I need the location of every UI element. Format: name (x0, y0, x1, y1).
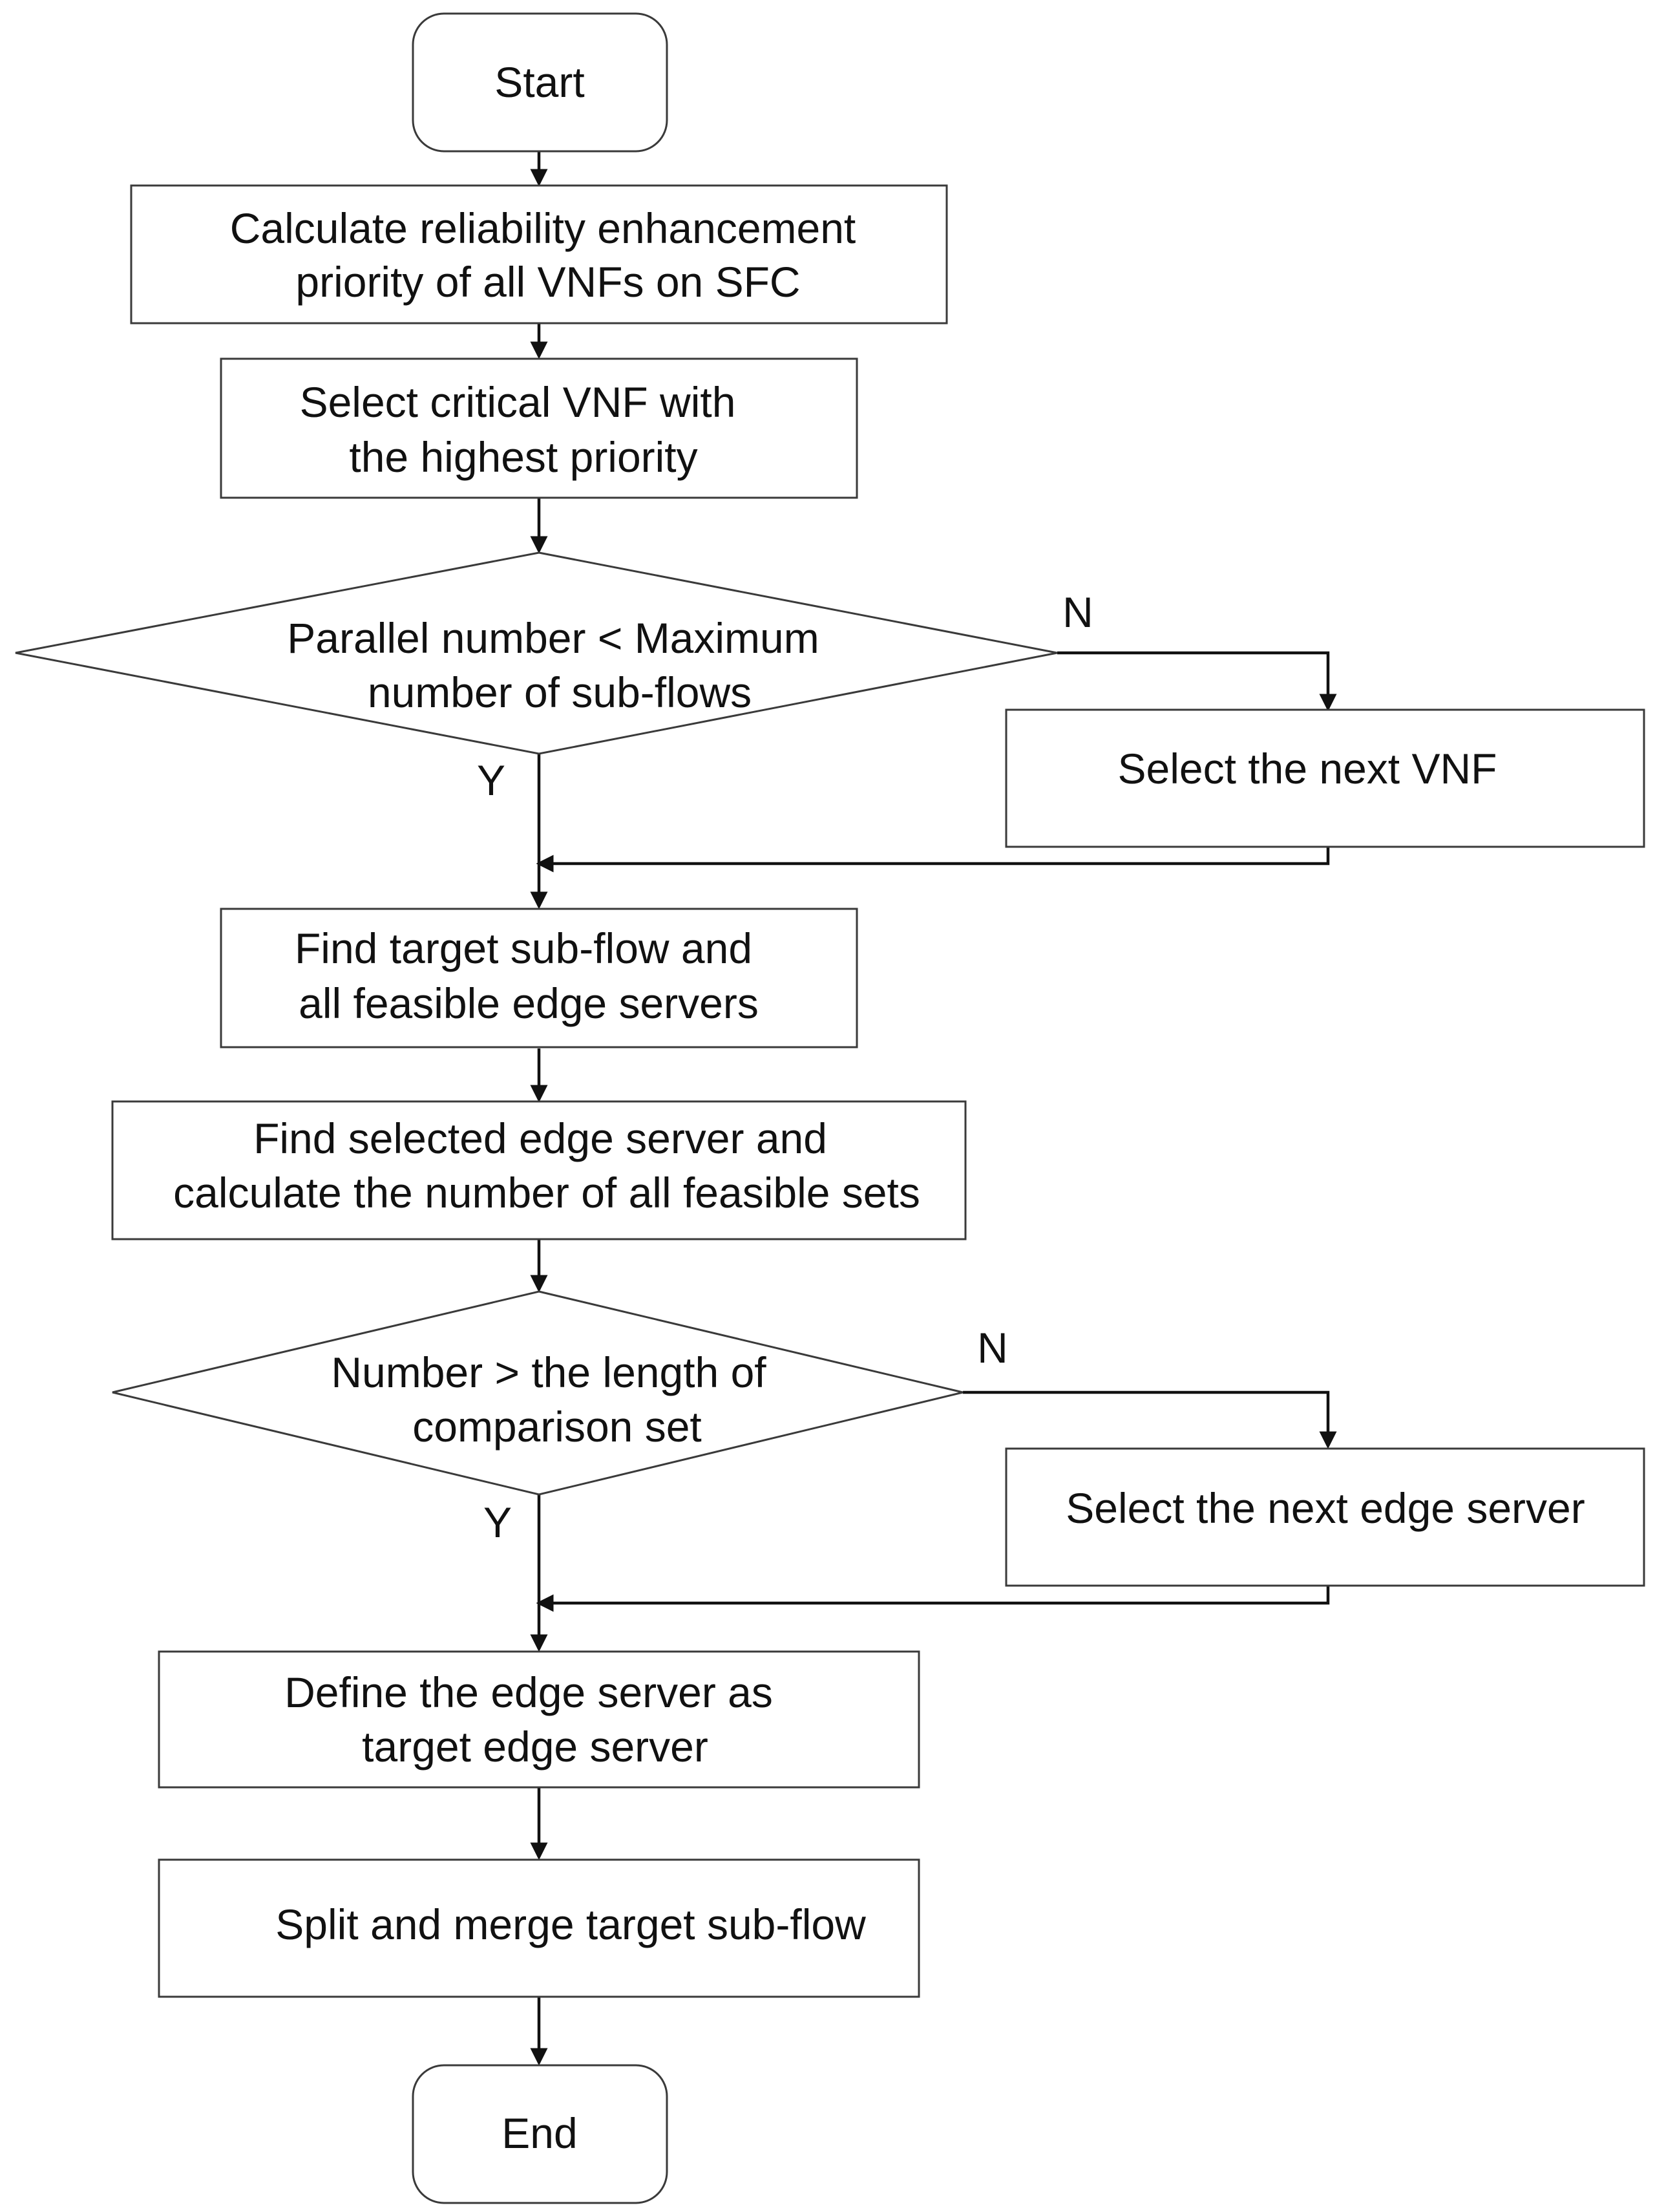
decision-parallel-yes-label: Y (477, 756, 505, 804)
decision-number-length: Number > the length of comparison set (112, 1290, 964, 1496)
select-critical-line-2: the highest priority (349, 433, 697, 481)
edge-next-vnf-return (536, 847, 1330, 873)
connectors (530, 152, 1337, 2066)
end-node: End (412, 2064, 668, 2204)
end-label: End (501, 2109, 577, 2157)
start-label: Start (494, 58, 584, 106)
decision-parallel-line-1: Parallel number < Maximum (287, 614, 819, 662)
edge-next-server-return (536, 1586, 1330, 1612)
select-next-vnf-label: Select the next VNF (1118, 745, 1497, 792)
decision-parallel-number: Parallel number < Maximum number of sub-… (15, 551, 1058, 755)
define-server-line-1: Define the edge server as (284, 1668, 773, 1716)
calc-priority-line-2: priority of all VNFs on SFC (295, 258, 800, 306)
calc-priority-process: Calculate reliability enhancement priori… (130, 184, 948, 324)
edge-decision1-no (1057, 651, 1337, 712)
decision-parallel-no-label: N (1062, 588, 1093, 636)
calc-priority-line-1: Calculate reliability enhancement (230, 204, 856, 252)
select-critical-process: Select critical VNF with the highest pri… (220, 357, 858, 499)
find-selected-line-1: Find selected edge server and (253, 1114, 827, 1162)
find-target-line-1: Find target sub-flow and (295, 924, 752, 972)
select-critical-line-1: Select critical VNF with (300, 378, 736, 426)
find-selected-process: Find selected edge server and calculate … (111, 1100, 967, 1240)
find-target-process: Find target sub-flow and all feasible ed… (220, 908, 858, 1048)
decision-number-no-label: N (977, 1324, 1008, 1372)
split-merge-process: Split and merge target sub-flow (158, 1858, 920, 1998)
edge-decision2-no (963, 1390, 1337, 1449)
start-node: Start (412, 12, 668, 153)
decision-number-line-2: comparison set (412, 1403, 702, 1451)
select-next-vnf-process: Select the next VNF (1005, 708, 1645, 848)
decision-number-line-1: Number > the length of (331, 1348, 766, 1396)
define-server-process: Define the edge server as target edge se… (158, 1650, 920, 1789)
decision-parallel-line-2: number of sub-flows (368, 668, 752, 716)
select-next-server-process: Select the next edge server (1005, 1447, 1645, 1587)
define-server-line-2: target edge server (362, 1723, 708, 1771)
select-next-server-label: Select the next edge server (1066, 1484, 1585, 1532)
decision-number-yes-label: Y (483, 1498, 512, 1546)
find-target-line-2: all feasible edge servers (299, 979, 759, 1027)
find-selected-line-2: calculate the number of all feasible set… (173, 1169, 920, 1217)
split-merge-label: Split and merge target sub-flow (275, 1900, 866, 1948)
